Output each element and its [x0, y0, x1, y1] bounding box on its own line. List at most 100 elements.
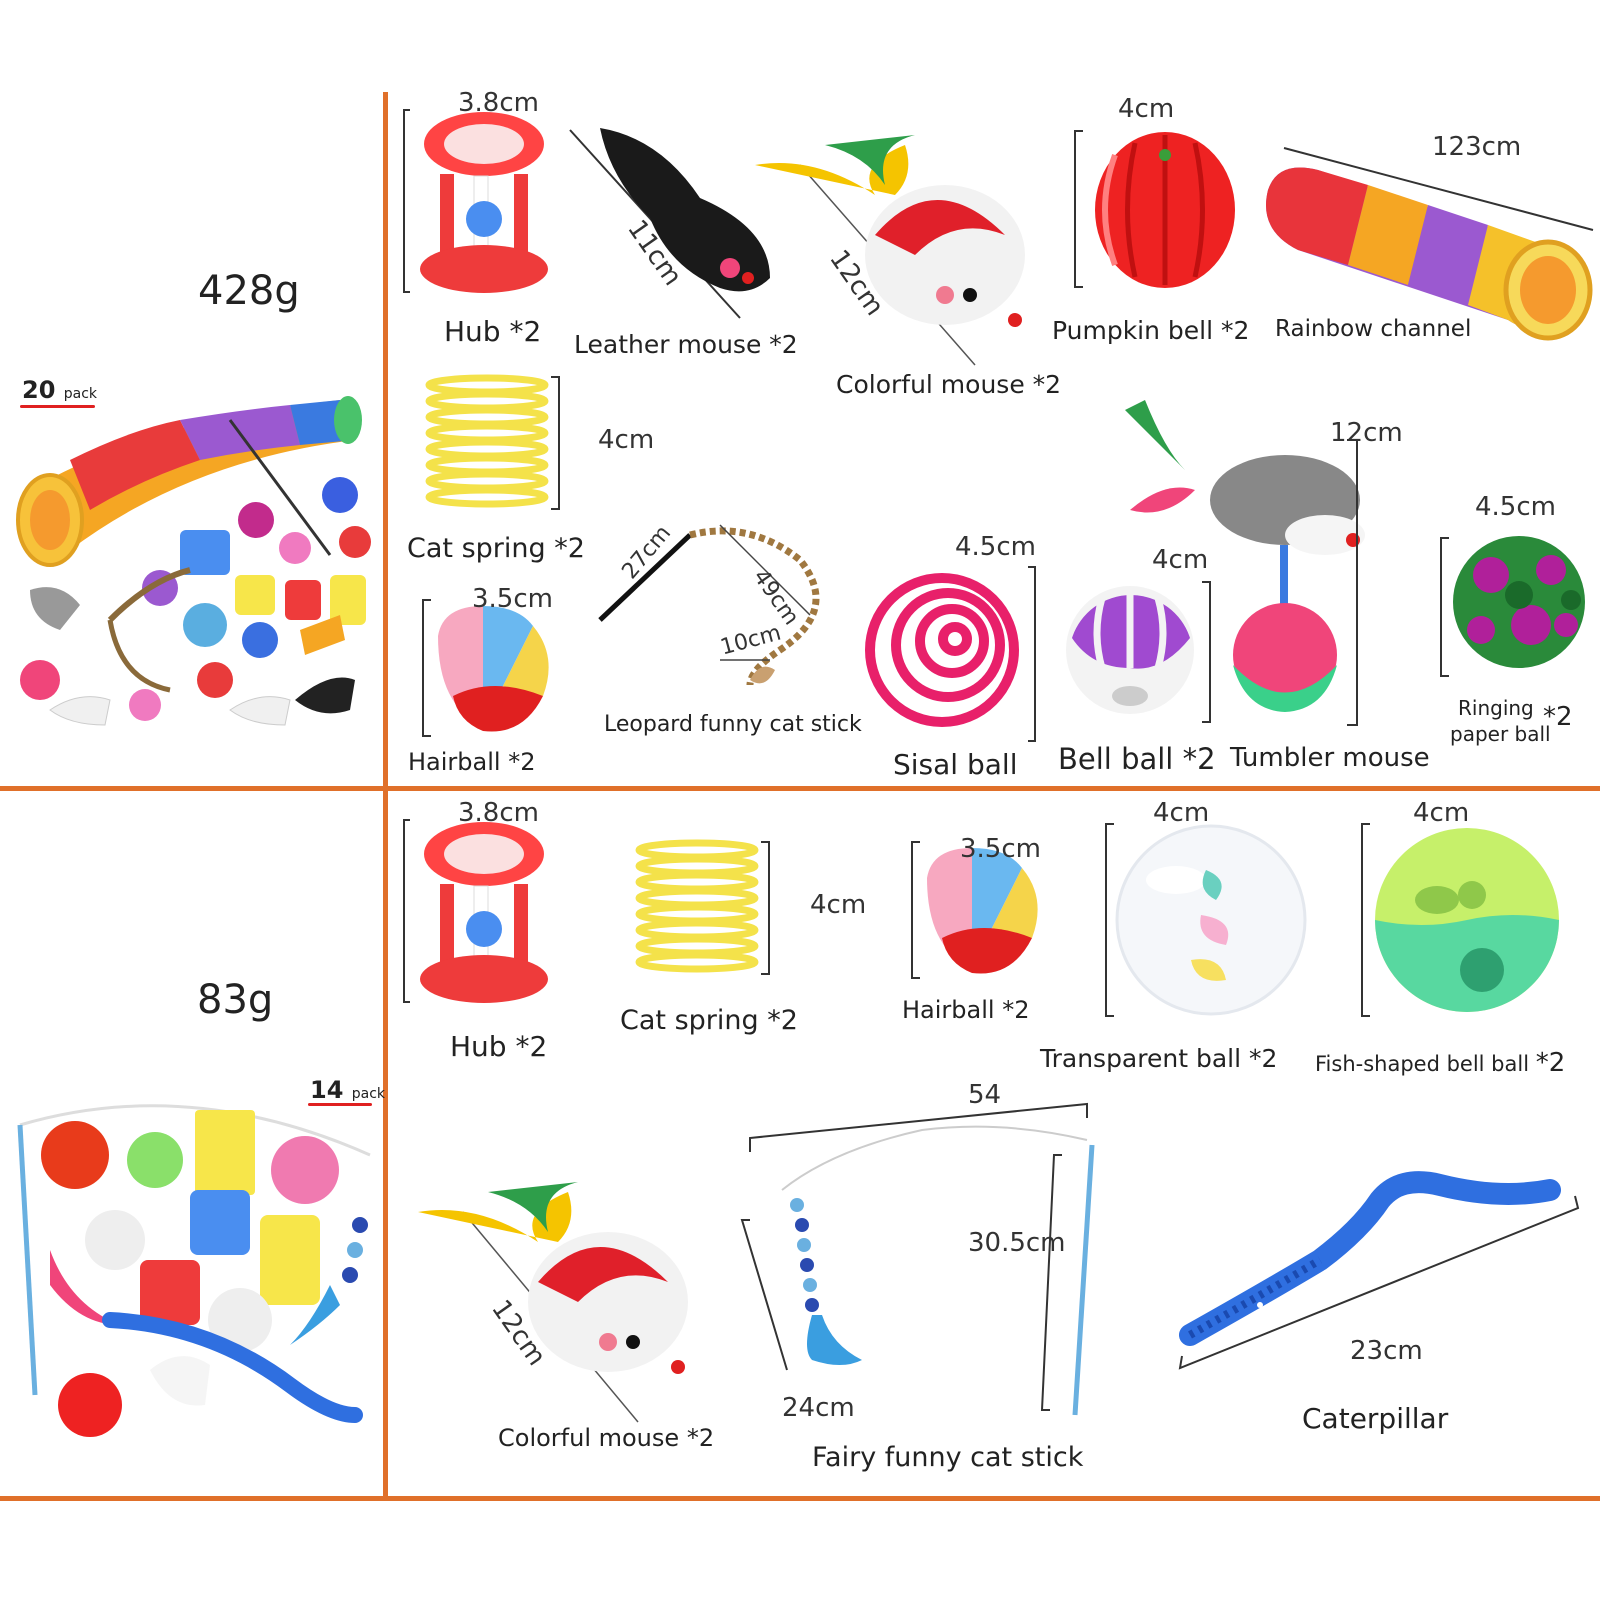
set2-pack-underline — [308, 1103, 372, 1106]
set1-hairball-qty: *2 — [508, 748, 536, 776]
set1-tumbler-mouse-label: Tumbler mouse — [1230, 743, 1430, 773]
set2-hub-qty: *2 — [515, 1030, 548, 1063]
set1-rainbow-channel-label: Rainbow channel — [1275, 316, 1472, 342]
set1-tumbler-mouse-dim: 12cm — [1330, 418, 1403, 448]
set2-hub-image — [403, 819, 548, 1003]
set2-hairball-image — [911, 841, 1038, 979]
set2-transparent-ball-dim: 4cm — [1153, 798, 1210, 828]
set1-rainbow-channel-image — [1266, 147, 1594, 341]
set1-pumpkin-bell-image — [1074, 130, 1235, 288]
bundle-paper-ball-icon — [322, 477, 358, 513]
set2-weight: 83g — [197, 977, 274, 1023]
set2-cat-spring-name: Cat spring — [620, 1005, 759, 1036]
set1-hairball-name: Hairball — [408, 748, 501, 776]
set1-hairball-label: Hairball *2 — [408, 748, 536, 776]
set1-colorful-mouse-label: Colorful mouse *2 — [836, 370, 1061, 399]
set1-ringing-paper-ball-label-2: paper ball — [1450, 722, 1551, 746]
set2-cat-spring-image — [635, 839, 770, 975]
set1-leather-mouse-qty: *2 — [769, 330, 798, 359]
set1-ringing-paper-ball-qty: *2 — [1543, 702, 1573, 732]
set1-hub-dim: 3.8cm — [458, 88, 539, 118]
horizontal-divider-middle — [0, 786, 1600, 791]
set1-bell-ball-dim: 4cm — [1152, 545, 1209, 575]
set2-fish-bell-ball-label: Fish-shaped bell ball *2 — [1315, 1048, 1565, 1078]
set1-pumpkin-bell-name: Pumpkin bell — [1052, 316, 1214, 345]
set2-colorful-mouse-label: Colorful mouse *2 — [498, 1424, 714, 1452]
bundle-hub-icon — [180, 530, 230, 575]
set2-pack-count: 14 — [310, 1076, 344, 1104]
set1-cat-spring-dim: 4cm — [598, 425, 655, 455]
set1-leopard-stick-label: Leopard funny cat stick — [604, 712, 862, 737]
set2-cat-spring-label: Cat spring *2 — [620, 1005, 798, 1036]
set1-bell-ball-image — [1066, 581, 1211, 723]
set1-cat-spring-image — [425, 374, 560, 510]
set2-fairy-stick-dim-b: 30.5cm — [968, 1228, 1066, 1258]
set1-hub-name: Hub — [444, 315, 501, 348]
set1-leather-mouse-image — [569, 128, 770, 319]
set1-bell-ball-label: Bell ball *2 — [1058, 742, 1216, 776]
set1-colorful-mouse-qty: *2 — [1032, 370, 1062, 399]
set1-ringing-paper-ball-dim: 4.5cm — [1475, 492, 1556, 522]
set1-pumpkin-bell-dim: 4cm — [1118, 94, 1175, 124]
set1-cat-spring-qty: *2 — [554, 533, 585, 564]
set2-fairy-stick-dim-c: 24cm — [782, 1393, 855, 1423]
set2-hub-dim: 3.8cm — [458, 798, 539, 828]
set1-hub-image — [403, 109, 548, 293]
set1-pumpkin-bell-qty: *2 — [1221, 316, 1250, 345]
set2-hairball-name: Hairball — [902, 996, 995, 1024]
set2-fish-bell-ball-image — [1361, 823, 1559, 1017]
set1-leather-mouse-name: Leather mouse — [574, 330, 762, 359]
set2-hairball-qty: *2 — [1002, 996, 1030, 1024]
set2-hub-label: Hub *2 — [450, 1030, 547, 1063]
set1-sisal-ball-dim: 4.5cm — [955, 532, 1036, 562]
set1-pumpkin-bell-label: Pumpkin bell *2 — [1052, 316, 1249, 345]
set1-colorful-mouse-name: Colorful mouse — [836, 370, 1025, 399]
set2-transparent-ball-label: Transparent ball *2 — [1040, 1044, 1277, 1073]
set2-hairball-dim: 3.5cm — [960, 834, 1041, 864]
set2-hub-name: Hub — [450, 1030, 507, 1063]
set1-rainbow-channel-dim: 123cm — [1432, 132, 1522, 162]
set1-hub-label: Hub *2 — [444, 315, 541, 348]
set2-colorful-mouse-name: Colorful mouse — [498, 1424, 680, 1452]
set1-ringing-paper-ball-label-1: Ringing — [1458, 696, 1534, 720]
set2-fish-bell-ball-dim: 4cm — [1413, 798, 1470, 828]
set2-caterpillar-label: Caterpillar — [1302, 1402, 1449, 1435]
set2-fairy-stick-label: Fairy funny cat stick — [812, 1442, 1084, 1473]
vertical-divider — [383, 92, 388, 1500]
set2-colorful-mouse-image — [418, 1182, 688, 1423]
set1-hairball-dim: 3.5cm — [472, 584, 553, 614]
set2-pack-label: 14 pack — [310, 1076, 385, 1104]
set2-bundle-image — [17, 1104, 371, 1437]
set1-leopard-stick-image — [598, 524, 820, 686]
set2-fish-bell-ball-qty: *2 — [1535, 1048, 1566, 1078]
set1-colorful-mouse-image — [755, 135, 1025, 366]
set2-caterpillar-dim: 23cm — [1350, 1336, 1423, 1366]
set1-pack-underline — [20, 405, 95, 408]
bundle-tunnel — [16, 396, 362, 567]
set2-hairball-label: Hairball *2 — [902, 996, 1030, 1024]
set2-transparent-ball-name: Transparent ball — [1040, 1044, 1242, 1073]
set1-hub-qty: *2 — [509, 315, 542, 348]
set2-caterpillar-image — [1178, 1171, 1580, 1370]
set1-weight: 428g — [198, 268, 300, 314]
set2-transparent-ball-qty: *2 — [1249, 1044, 1278, 1073]
set2-pack-unit: pack — [351, 1086, 386, 1102]
set1-sisal-ball-label: Sisal ball — [893, 748, 1018, 781]
set1-cat-spring-label: Cat spring *2 — [407, 533, 585, 564]
set2-fairy-stick-dim-a: 54 — [968, 1080, 1002, 1110]
set2-fairy-stick-image — [740, 1102, 1095, 1416]
set2-cat-spring-qty: *2 — [767, 1005, 798, 1036]
set1-bundle-image — [16, 396, 371, 726]
set2-colorful-mouse-qty: *2 — [686, 1424, 715, 1452]
set2-cat-spring-dim: 4cm — [810, 890, 867, 920]
set1-tumbler-mouse-image — [1125, 400, 1365, 726]
set1-hairball-image — [422, 599, 549, 737]
set1-bell-ball-qty: *2 — [1182, 742, 1216, 776]
horizontal-divider-bottom — [0, 1496, 1600, 1501]
set2-transparent-ball-image — [1105, 823, 1307, 1017]
set1-cat-spring-name: Cat spring — [407, 533, 546, 564]
set1-ringing-paper-ball-image — [1440, 536, 1585, 677]
set2-fish-bell-ball-name: Fish-shaped bell ball — [1315, 1052, 1530, 1076]
set1-pack-unit: pack — [63, 386, 98, 402]
set1-pack-count: 20 — [22, 376, 56, 404]
